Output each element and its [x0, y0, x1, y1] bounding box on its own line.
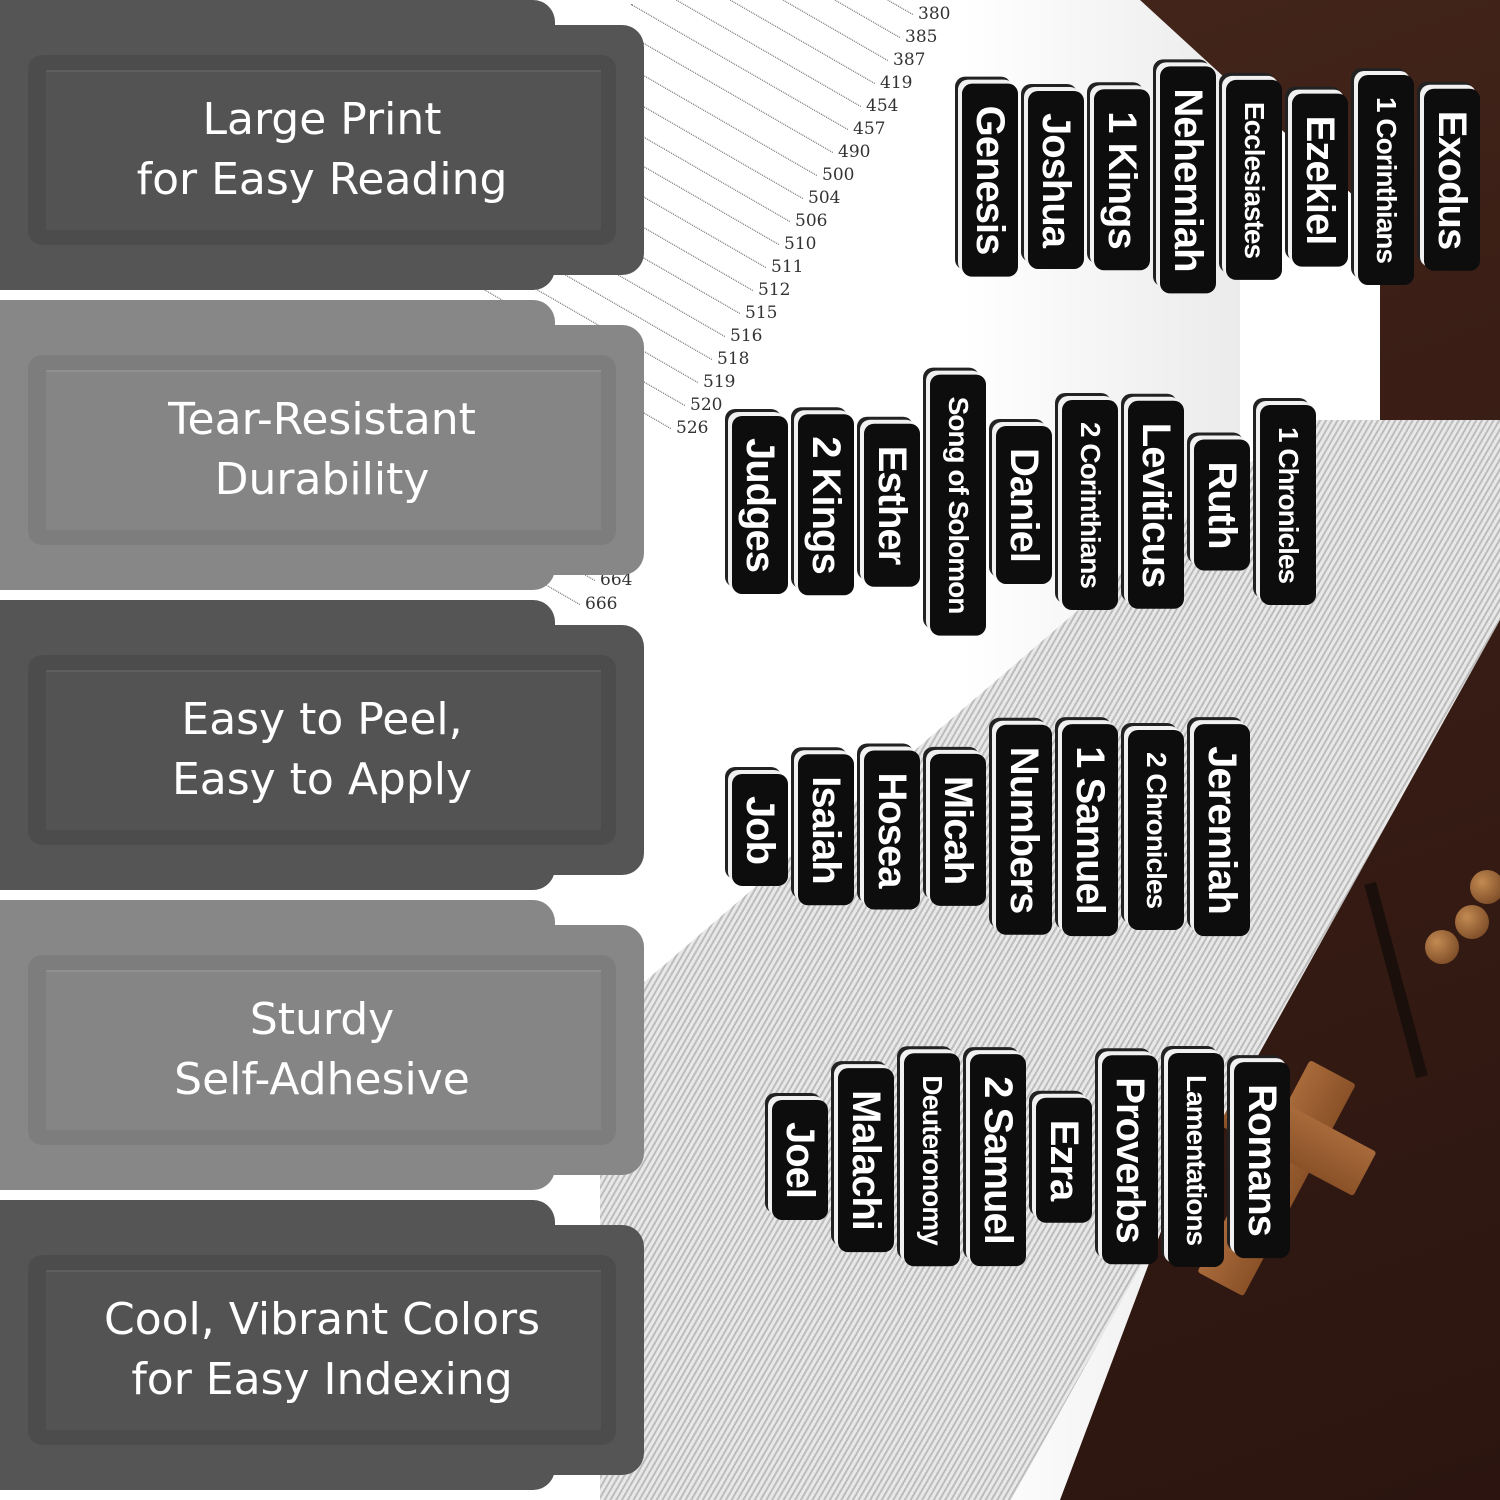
- bible-tab: 2 Chronicles: [1128, 729, 1184, 931]
- bible-tab: Jeremiah: [1194, 724, 1250, 936]
- page-number: 457: [853, 119, 886, 139]
- bible-tab: Song of Solomon: [930, 374, 986, 636]
- bible-tab: 1 Samuel: [1062, 724, 1118, 936]
- bible-tab: 2 Corinthians: [1062, 400, 1118, 610]
- bible-tab: Ezekiel: [1292, 93, 1348, 267]
- rosary-bead: [1455, 905, 1489, 939]
- page-number: 518: [717, 349, 750, 369]
- page-number: 520: [690, 395, 723, 415]
- bible-tab: Nehemiah: [1160, 66, 1216, 294]
- bible-tab: 2 Kings: [798, 414, 854, 596]
- bible-tab: Micah: [930, 753, 986, 907]
- feature-panel: Easy to Peel, Easy to Apply: [0, 600, 644, 900]
- bible-tab: Ruth: [1194, 439, 1250, 571]
- bible-tab: Romans: [1234, 1062, 1290, 1258]
- page-number: 380: [918, 4, 951, 24]
- page-number: 419: [880, 73, 913, 93]
- feature-panel: Cool, Vibrant Colors for Easy Indexing: [0, 1200, 644, 1500]
- page-number: 387: [893, 50, 926, 70]
- feature-panel: Large Print for Easy Reading: [0, 0, 644, 300]
- bible-tab: 1 Chronicles: [1260, 404, 1316, 606]
- feature-line-1: Tear-Resistant: [168, 394, 476, 445]
- bible-tab: Ecclesiastes: [1226, 79, 1282, 281]
- bible-tab: Judges: [732, 415, 788, 595]
- bible-tab: Hosea: [864, 750, 920, 910]
- feature-line-2: for Easy Indexing: [131, 1354, 513, 1405]
- page-number: 519: [703, 372, 736, 392]
- feature-line-1: Sturdy: [249, 994, 395, 1045]
- feature-line-1: Cool, Vibrant Colors: [103, 1294, 541, 1345]
- page-number: 490: [838, 142, 871, 162]
- page-number: 454: [866, 96, 899, 116]
- bible-tab: Numbers: [996, 724, 1052, 936]
- rosary-bead: [1470, 870, 1500, 904]
- bible-tab: Proverbs: [1102, 1055, 1158, 1265]
- bible-tab: Isaiah: [798, 754, 854, 906]
- page-number: 526: [676, 418, 709, 438]
- feature-line-1: Large Print: [202, 94, 442, 145]
- bible-tab: Exodus: [1424, 88, 1480, 272]
- bible-tab: Daniel: [996, 425, 1052, 585]
- page-number: 666: [585, 594, 618, 614]
- bible-tab: Job: [732, 773, 788, 887]
- bible-tab: 1 Corinthians: [1358, 75, 1414, 285]
- bible-tab: Lamentations: [1168, 1052, 1224, 1268]
- bible-tab: 2 Samuel: [970, 1054, 1026, 1266]
- rosary-bead: [1425, 930, 1459, 964]
- bible-tab: Deuteronomy: [904, 1053, 960, 1267]
- bible-tab: Joel: [772, 1099, 828, 1221]
- feature-line-2: Self-Adhesive: [174, 1054, 470, 1105]
- page-number: 506: [795, 211, 828, 231]
- page-number: 511: [771, 257, 804, 277]
- bible-tab: Joshua: [1028, 90, 1084, 270]
- bible-tab: Genesis: [962, 83, 1018, 277]
- page-number: 504: [808, 188, 841, 208]
- feature-line-2: for Easy Reading: [136, 154, 508, 205]
- bible-tab: Malachi: [838, 1068, 894, 1252]
- feature-line-2: Easy to Apply: [171, 754, 473, 805]
- bible-tab: Leviticus: [1128, 400, 1184, 610]
- page-number: 500: [822, 165, 855, 185]
- bible-tab: Esther: [864, 423, 920, 587]
- page-number: 516: [730, 326, 763, 346]
- bible-tab: 1 Kings: [1094, 89, 1150, 271]
- page-number: 510: [784, 234, 817, 254]
- feature-line-1: Easy to Peel,: [181, 694, 463, 745]
- feature-line-2: Durability: [214, 454, 430, 505]
- page-number: 664: [600, 570, 633, 590]
- page-number: 385: [905, 27, 938, 47]
- page-number: 512: [758, 280, 791, 300]
- bible-tab: Ezra: [1036, 1097, 1092, 1223]
- page-number: 515: [745, 303, 778, 323]
